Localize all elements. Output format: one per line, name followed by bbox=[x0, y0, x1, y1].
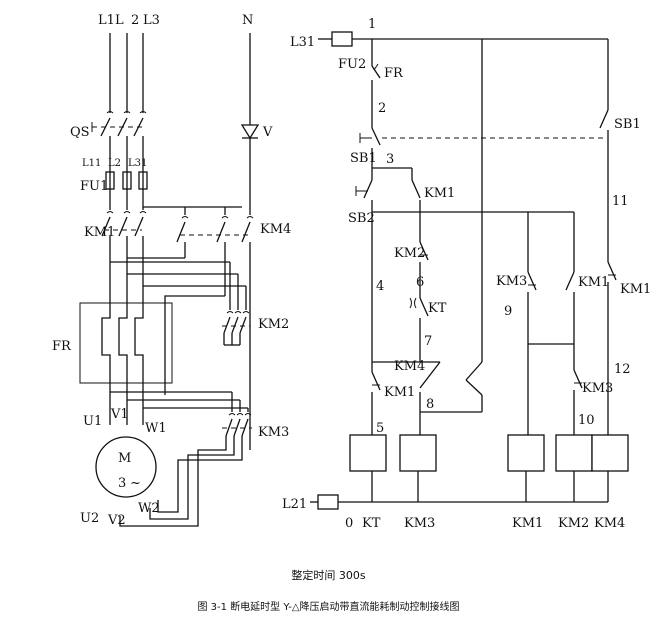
brake-feed-wire bbox=[164, 295, 225, 395]
coil-label-kt: KT bbox=[362, 516, 381, 531]
fuse-terminal-l2: L2 bbox=[108, 158, 121, 169]
km3-nc-contact bbox=[527, 212, 537, 435]
node-5: 5 bbox=[376, 421, 384, 436]
terminal-v1: V1 bbox=[110, 407, 129, 422]
isolator-label: QS bbox=[70, 125, 90, 140]
overload-contact-fr bbox=[371, 60, 381, 128]
fuse-terminal-l31: L31 bbox=[128, 158, 147, 169]
start-button-sb2-label: SB2 bbox=[348, 211, 375, 226]
phase-label-l3: L3 bbox=[143, 13, 160, 28]
return-wire-u2 bbox=[119, 436, 227, 527]
brake-contactor-km4-contacts bbox=[176, 216, 254, 243]
supply-top-fuse bbox=[331, 31, 353, 47]
km4-nc-contact bbox=[371, 371, 381, 435]
node-1: 1 bbox=[368, 17, 376, 32]
coil-label-km4: KM4 bbox=[594, 516, 625, 531]
delta-contactor-km3-label: KM3 bbox=[258, 425, 289, 440]
km2-nc-contact-label: KM2 bbox=[394, 246, 425, 261]
motor-phase-count: 3 bbox=[118, 476, 126, 491]
overload-contact-fr-label: FR bbox=[384, 66, 404, 81]
stop-button-sb1-brake bbox=[599, 109, 609, 262]
km1-branch8-contact bbox=[419, 361, 441, 435]
isolator-qs-symbol bbox=[91, 111, 147, 137]
star-contactor-km2-label: KM2 bbox=[258, 317, 289, 332]
km1-nc-branch5-label: KM1 bbox=[384, 385, 415, 400]
node-11: 11 bbox=[612, 194, 629, 209]
coil-km3 bbox=[399, 434, 437, 472]
km3-nc-contact-label: KM3 bbox=[496, 274, 527, 289]
main-contactor-km1-contacts bbox=[101, 211, 147, 237]
kt-timer-contact bbox=[409, 292, 429, 362]
overload-fr-label: FR bbox=[52, 339, 72, 354]
supply-bottom-label: L21 bbox=[282, 497, 307, 512]
km1-branch9-contact bbox=[565, 212, 575, 344]
km1-hold-contact bbox=[411, 179, 421, 212]
km1-hold-contact-label: KM1 bbox=[424, 186, 455, 201]
brake-contactor-km4-label: KM4 bbox=[260, 222, 291, 237]
stop-button-sb1 bbox=[359, 127, 381, 170]
supply-top-label: L31 bbox=[290, 35, 315, 50]
overload-fr-elements bbox=[101, 308, 144, 383]
coil-km4 bbox=[591, 434, 629, 472]
terminal-u1: U1 bbox=[83, 414, 102, 429]
node-3: 3 bbox=[386, 152, 394, 167]
phase-label-l1: L1 bbox=[98, 13, 115, 28]
km1-nc-right-contact bbox=[607, 261, 617, 435]
fuse-fu1-label: FU1 bbox=[80, 179, 108, 194]
motor-name: M bbox=[118, 451, 131, 466]
main-circuit: L1 L 2 L3 N QS L11 L2 L31 FU1 bbox=[52, 13, 291, 528]
terminal-v2: V2 bbox=[107, 513, 126, 528]
node-4: 4 bbox=[376, 279, 384, 294]
terminal-w2: W2 bbox=[138, 501, 160, 516]
main-contactor-km1-label: KM1 bbox=[84, 225, 115, 240]
coil-km2 bbox=[555, 434, 593, 472]
supply-bottom-fuse bbox=[317, 494, 339, 510]
km4-nc-contact-label: KM4 bbox=[394, 359, 425, 374]
start-button-sb2 bbox=[355, 170, 373, 372]
node-6: 6 bbox=[416, 275, 424, 290]
coil-km1 bbox=[507, 434, 545, 472]
return-wire-w2 bbox=[157, 436, 243, 513]
km1-no-branch9-label: KM1 bbox=[578, 275, 609, 290]
terminal-u2: U2 bbox=[80, 511, 99, 526]
coil-label-km3: KM3 bbox=[404, 516, 435, 531]
node-9: 9 bbox=[504, 304, 512, 319]
return-wire-v2 bbox=[149, 436, 235, 520]
node-0: 0 bbox=[345, 516, 353, 531]
diode-v-label: V bbox=[262, 125, 273, 140]
stop-button-sb1-label: SB1 bbox=[350, 151, 377, 166]
km1-nc-right-label: KM1 bbox=[620, 282, 651, 297]
neutral-label: N bbox=[242, 13, 253, 28]
delta-contactor-km3-contacts bbox=[222, 413, 252, 437]
coil-kt bbox=[349, 434, 387, 472]
stop-button-sb1-brake-label: SB1 bbox=[614, 117, 641, 132]
motor-wave-symbol: ~ bbox=[130, 476, 141, 491]
phase-label-l: L bbox=[115, 13, 124, 28]
coil-label-km2: KM2 bbox=[558, 516, 589, 531]
control-fuse-fu2-label: FU2 bbox=[338, 57, 366, 72]
diode-v-symbol bbox=[240, 124, 260, 140]
caption: 整定时间 300s bbox=[291, 569, 366, 582]
star-contactor-km2-contacts bbox=[222, 311, 250, 334]
km3-nc-right-label: KM3 bbox=[582, 381, 613, 396]
fuse-terminal-l11: L11 bbox=[82, 158, 101, 169]
km3-nc-right-contact bbox=[573, 344, 583, 435]
terminal-w1: W1 bbox=[145, 421, 167, 436]
coil-label-km1: KM1 bbox=[512, 516, 543, 531]
control-circuit: L31 1 FU2 FR 2 SB1 3 bbox=[282, 17, 651, 531]
node-12: 12 bbox=[614, 362, 631, 377]
figure-title: 图 3-1 断电延时型 Y-△降压启动带直流能耗制动控制接线图 bbox=[197, 602, 460, 613]
node-8: 8 bbox=[426, 397, 434, 412]
node-10: 10 bbox=[578, 413, 595, 428]
motor-m bbox=[95, 436, 157, 498]
kt-timer-contact-label: KT bbox=[428, 301, 447, 316]
node-7: 7 bbox=[424, 334, 432, 349]
phase-label-2: 2 bbox=[131, 13, 139, 28]
node-2: 2 bbox=[378, 101, 386, 116]
overload-fr-box bbox=[79, 302, 173, 384]
km2-nc-contact bbox=[419, 212, 429, 292]
